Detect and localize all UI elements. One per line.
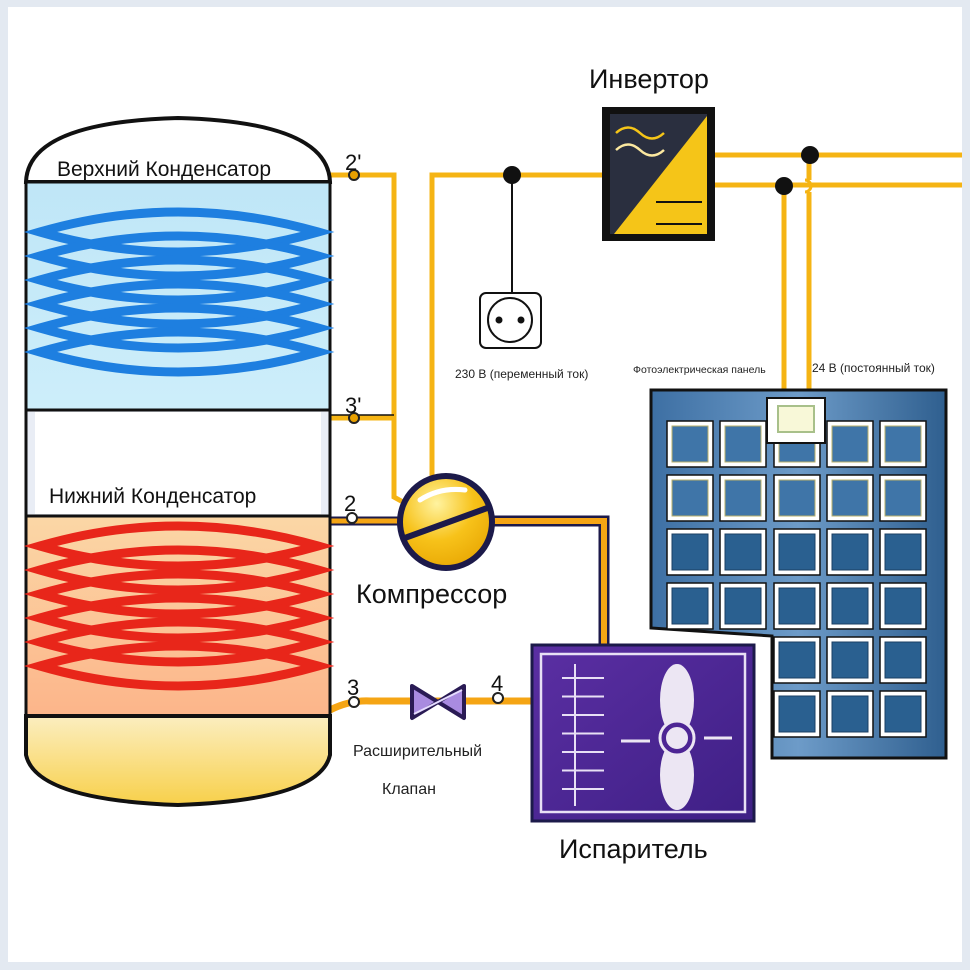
upper-condenser-coil [23, 207, 335, 377]
coil-turn [23, 593, 335, 643]
coil-turn [23, 569, 335, 619]
point-4: 4 [491, 671, 504, 696]
point-2-prime: 2' [345, 150, 362, 175]
upper-condenser-label: Верхний Конденсатор [57, 158, 272, 181]
lower-condenser-coil [23, 521, 335, 691]
coil-turn [23, 303, 335, 353]
port-markers [346, 169, 504, 708]
power-socket-icon [479, 292, 542, 349]
wire-crossover [804, 178, 813, 194]
diagram-canvas: Верхний Конденсатор Нижний Конденсатор И… [8, 7, 962, 962]
coil-turn [23, 617, 335, 667]
expansion-valve-label-line2: Клапан [382, 781, 436, 798]
expansion-valve-label-line1: Расширительный [353, 743, 483, 760]
lower-condenser-label: Нижний Конденсатор [49, 485, 257, 508]
compressor-icon [397, 473, 495, 571]
coil-turn [23, 231, 335, 281]
point-3-prime: 3' [345, 393, 362, 418]
coil-turn [23, 545, 335, 595]
expansion-valve-icon [410, 684, 466, 720]
coil-turn [23, 255, 335, 305]
inverter-label: Инвертор [589, 64, 709, 94]
pv-dc-voltage-label: 24 В (постоянный ток) [812, 361, 935, 375]
coil-turn [23, 327, 335, 377]
coil-turn [23, 641, 335, 691]
wire-compressor-to-inverter [429, 172, 602, 480]
diagram-svg [23, 107, 962, 823]
evaporator-icon [530, 643, 756, 823]
inverter-icon [602, 107, 715, 241]
refrigerant-upper-loop [330, 172, 414, 510]
socket-voltage-label: 230 В (переменный ток) [455, 367, 589, 381]
point-2: 2 [344, 491, 357, 516]
point-3: 3 [347, 675, 360, 700]
compressor-label: Компрессор [356, 579, 508, 609]
junction-dot [775, 177, 793, 195]
coil-turn [23, 279, 335, 329]
junction-dot [801, 146, 819, 164]
electrical-wiring [429, 152, 962, 480]
pv-panel-label: Фотоэлектрическая панель [633, 364, 766, 376]
coil-turn [23, 521, 335, 571]
evaporator-label: Испаритель [559, 834, 708, 864]
pv-panel [649, 388, 948, 760]
coil-turn [23, 207, 335, 257]
